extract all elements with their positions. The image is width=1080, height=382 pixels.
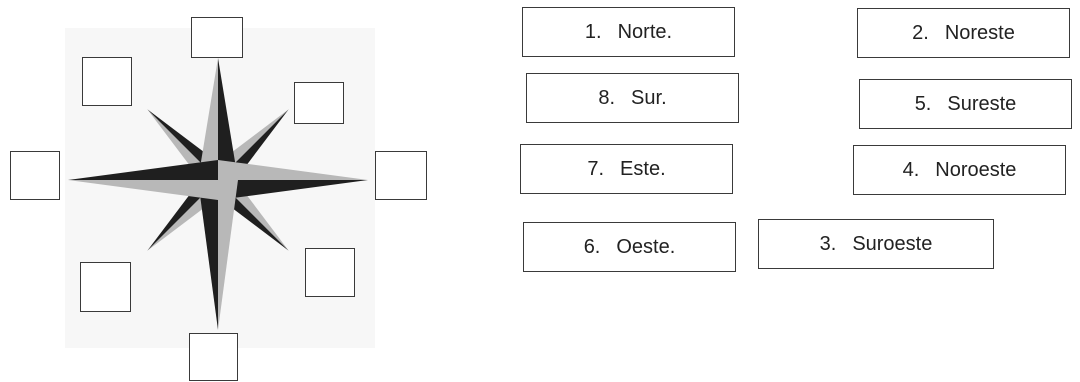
answer-box-south[interactable] bbox=[189, 333, 238, 381]
label-text: Suroeste bbox=[852, 232, 933, 255]
label-number: 2. bbox=[912, 21, 929, 44]
label-box-suroeste[interactable]: 3. Suroeste bbox=[758, 219, 994, 269]
label-box-oeste[interactable]: 6. Oeste. bbox=[523, 222, 736, 272]
label-number: 8. bbox=[598, 86, 616, 109]
rose-point-north-light bbox=[198, 58, 218, 180]
answer-box-east[interactable] bbox=[375, 151, 427, 200]
label-number: 7. bbox=[587, 157, 605, 180]
answer-box-southwest[interactable] bbox=[80, 262, 131, 312]
rose-point-south-light bbox=[218, 180, 238, 330]
label-number: 3. bbox=[819, 232, 837, 255]
label-box-noreste[interactable]: 2. Noreste bbox=[857, 8, 1070, 58]
rose-point-west-light bbox=[68, 180, 218, 200]
answer-box-northwest[interactable] bbox=[82, 57, 132, 106]
label-number: 1. bbox=[584, 20, 602, 43]
rose-point-west-dark bbox=[68, 160, 218, 180]
answer-box-north[interactable] bbox=[191, 17, 243, 58]
label-text: Noroeste bbox=[935, 158, 1017, 181]
label-box-sureste[interactable]: 5. Sureste bbox=[859, 79, 1072, 129]
label-box-sur[interactable]: 8. Sur. bbox=[526, 73, 739, 123]
label-box-este[interactable]: 7. Este. bbox=[520, 144, 733, 194]
label-number: 4. bbox=[902, 158, 920, 181]
label-text: Oeste. bbox=[616, 235, 676, 258]
label-box-noroeste[interactable]: 4. Noroeste bbox=[853, 145, 1066, 195]
label-text: Norte. bbox=[617, 20, 673, 43]
answer-box-southeast[interactable] bbox=[305, 248, 355, 297]
label-text: Sureste bbox=[947, 92, 1017, 115]
answer-box-northeast[interactable] bbox=[294, 82, 344, 124]
label-text: Noreste bbox=[944, 21, 1015, 44]
label-box-norte[interactable]: 1. Norte. bbox=[522, 7, 735, 57]
compass-rose bbox=[68, 58, 368, 330]
label-text: Este. bbox=[620, 157, 666, 180]
rose-point-east-dark bbox=[218, 180, 368, 200]
rose-point-east-light bbox=[218, 160, 368, 180]
label-text: Sur. bbox=[631, 86, 667, 109]
rose-point-south-dark bbox=[198, 180, 218, 330]
label-number: 5. bbox=[914, 92, 932, 115]
rose-point-north-dark bbox=[218, 58, 238, 180]
answer-box-west[interactable] bbox=[10, 151, 60, 200]
label-number: 6. bbox=[583, 235, 601, 258]
